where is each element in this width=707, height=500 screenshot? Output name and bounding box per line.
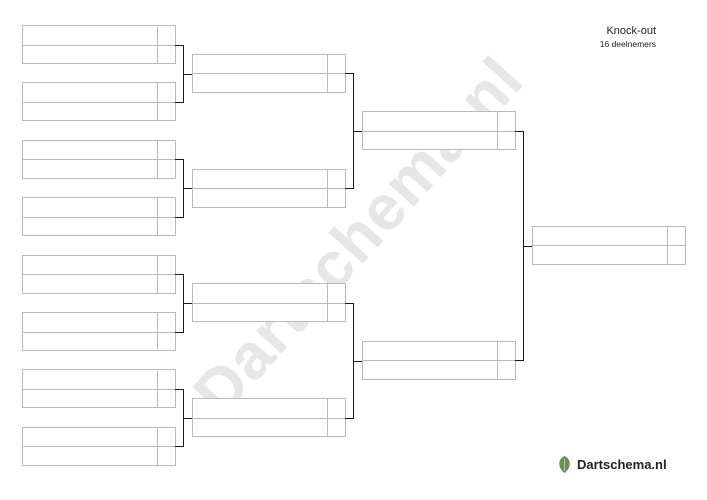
score-column[interactable] — [327, 169, 328, 207]
score-column[interactable] — [157, 26, 158, 63]
score-column[interactable] — [157, 427, 158, 465]
player-slot[interactable] — [23, 388, 175, 408]
match-r1-5 — [22, 254, 176, 294]
player-slot[interactable] — [533, 244, 685, 264]
connector-line — [175, 332, 184, 334]
player-slot[interactable] — [363, 342, 515, 362]
score-column[interactable] — [327, 54, 328, 92]
player-slot[interactable] — [363, 130, 515, 150]
brand-logo: Dartschema.nl — [556, 455, 667, 474]
score-column[interactable] — [157, 370, 158, 408]
match-r2-4 — [192, 398, 346, 438]
connector-line — [353, 131, 362, 133]
player-slot[interactable] — [23, 273, 175, 293]
player-slot[interactable] — [193, 417, 345, 437]
player-slot[interactable] — [193, 302, 345, 322]
connector-line — [175, 217, 184, 219]
score-column[interactable] — [327, 399, 328, 437]
player-slot[interactable] — [23, 428, 175, 448]
connector-line — [183, 303, 192, 305]
connector-line — [345, 188, 354, 190]
score-column[interactable] — [327, 284, 328, 322]
player-slot[interactable] — [193, 187, 345, 207]
match-r2-2 — [192, 168, 346, 208]
score-column[interactable] — [157, 140, 158, 178]
player-slot[interactable] — [23, 141, 175, 161]
player-slot[interactable] — [23, 216, 175, 236]
score-column[interactable] — [157, 313, 158, 350]
connector-line — [345, 418, 354, 420]
match-r2-3 — [192, 283, 346, 323]
match-r2-1 — [192, 53, 346, 93]
connector-line — [183, 74, 192, 76]
player-slot[interactable] — [193, 55, 345, 75]
match-r1-6 — [22, 312, 176, 351]
score-column[interactable] — [667, 226, 668, 264]
player-slot[interactable] — [23, 313, 175, 333]
match-r1-3 — [22, 139, 176, 179]
score-column[interactable] — [157, 83, 158, 121]
page-title: Knock-out — [606, 25, 656, 37]
match-r3-1 — [362, 111, 516, 151]
player-slot[interactable] — [23, 83, 175, 103]
participant-count: 16 deelnemers — [599, 39, 656, 49]
connector-line — [175, 389, 184, 391]
player-slot[interactable] — [23, 158, 175, 178]
title-block: Knock-out 16 deelnemers — [600, 25, 656, 50]
player-slot[interactable] — [23, 101, 175, 121]
match-r1-4 — [22, 197, 176, 237]
match-r3-2 — [362, 340, 516, 380]
match-r1-1 — [22, 25, 176, 64]
player-slot[interactable] — [193, 72, 345, 92]
match-r1-2 — [22, 82, 176, 122]
connector-line — [345, 73, 354, 75]
connector-line — [175, 159, 184, 161]
connector-line — [353, 361, 362, 363]
match-r4-1 — [532, 225, 686, 265]
connector-line — [345, 303, 354, 305]
player-slot[interactable] — [23, 256, 175, 276]
player-slot[interactable] — [363, 112, 515, 132]
match-r1-8 — [22, 426, 176, 466]
player-slot[interactable] — [533, 227, 685, 247]
connector-line — [175, 102, 184, 104]
match-r1-7 — [22, 369, 176, 409]
player-slot[interactable] — [23, 26, 175, 46]
player-slot[interactable] — [193, 284, 345, 304]
player-slot[interactable] — [23, 445, 175, 465]
player-slot[interactable] — [23, 198, 175, 218]
connector-line — [515, 131, 524, 133]
player-slot[interactable] — [363, 359, 515, 379]
player-slot[interactable] — [193, 399, 345, 419]
connector-line — [183, 418, 192, 420]
connector-line — [175, 274, 184, 276]
score-column[interactable] — [497, 112, 498, 150]
score-column[interactable] — [157, 255, 158, 293]
player-slot[interactable] — [23, 44, 175, 64]
brand-name: Dartschema.nl — [577, 457, 667, 472]
connector-line — [175, 446, 184, 448]
connector-line — [515, 360, 524, 362]
score-column[interactable] — [497, 341, 498, 379]
connector-line — [183, 188, 192, 190]
score-column[interactable] — [157, 198, 158, 236]
player-slot[interactable] — [23, 331, 175, 351]
player-slot[interactable] — [193, 170, 345, 189]
player-slot[interactable] — [23, 370, 175, 390]
connector-line — [175, 45, 184, 47]
connector-line — [523, 246, 532, 248]
leaf-icon — [559, 456, 570, 473]
